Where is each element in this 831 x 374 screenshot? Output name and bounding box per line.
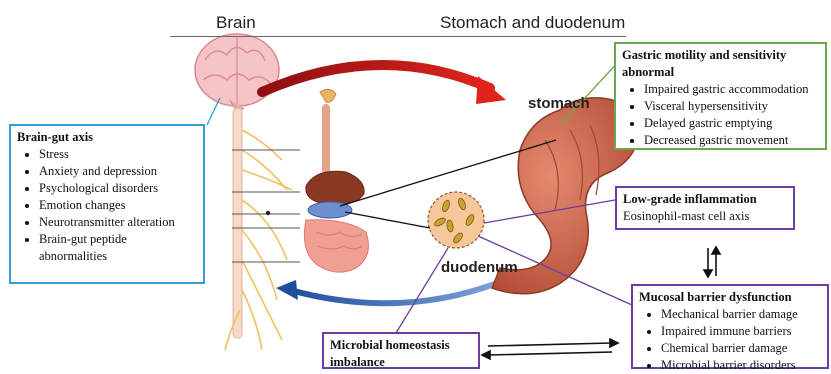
mucosal-barrier-list: Mechanical barrier damage Impaired immun…	[639, 306, 821, 374]
header-brain: Brain	[216, 13, 256, 33]
list-item: Stress	[39, 146, 197, 163]
microbial-homeostasis-box: Microbial homeostasis imbalance	[322, 332, 480, 369]
gastric-motility-title: Gastric motility and sensitivity abnorma…	[622, 47, 819, 81]
list-item: Visceral hypersensitivity	[644, 98, 819, 115]
list-item: Brain-gut peptide abnormalities	[39, 231, 197, 265]
list-item: Decreased gastric movement	[644, 132, 819, 149]
spinal-cord-illustration	[225, 108, 300, 350]
brain-illustration	[195, 34, 279, 110]
header-stomach-duodenum: Stomach and duodenum	[440, 13, 625, 33]
red-arrow	[262, 65, 490, 92]
list-item: Mechanical barrier damage	[661, 306, 821, 323]
blue-arrow	[290, 282, 500, 303]
stomach-label: stomach	[528, 95, 590, 112]
list-item: Microbial barrier disorders	[661, 357, 821, 374]
mucosal-barrier-box: Mucosal barrier dysfunction Mechanical b…	[631, 284, 829, 369]
brain-gut-axis-box: Brain-gut axis Stress Anxiety and depres…	[9, 124, 205, 284]
list-item: Impaired immune barriers	[661, 323, 821, 340]
brain-gut-axis-title: Brain-gut axis	[17, 129, 197, 146]
microbial-homeostasis-title: Microbial homeostasis imbalance	[330, 337, 472, 371]
gastric-motility-box: Gastric motility and sensitivity abnorma…	[614, 42, 827, 150]
low-grade-inflammation-text: Eosinophil-mast cell axis	[623, 208, 787, 225]
list-item: Psychological disorders	[39, 180, 197, 197]
digestive-tract-illustration	[304, 89, 368, 272]
list-item: Chemical barrier damage	[661, 340, 821, 357]
low-grade-inflammation-box: Low-grade inflammation Eosinophil-mast c…	[615, 186, 795, 230]
duodenum-label: duodenum	[441, 259, 518, 276]
header-rule	[170, 36, 626, 37]
list-item: Emotion changes	[39, 197, 197, 214]
gastric-motility-list: Impaired gastric accommodation Visceral …	[622, 81, 819, 149]
brain-gut-axis-list: Stress Anxiety and depression Psychologi…	[17, 146, 197, 265]
list-item: Anxiety and depression	[39, 163, 197, 180]
list-item: Neurotransmitter alteration	[39, 214, 197, 231]
microbe-circle-illustration	[428, 192, 484, 248]
mucosal-barrier-title: Mucosal barrier dysfunction	[639, 289, 821, 306]
list-item: Delayed gastric emptying	[644, 115, 819, 132]
list-item: Impaired gastric accommodation	[644, 81, 819, 98]
low-grade-inflammation-title: Low-grade inflammation	[623, 191, 787, 208]
